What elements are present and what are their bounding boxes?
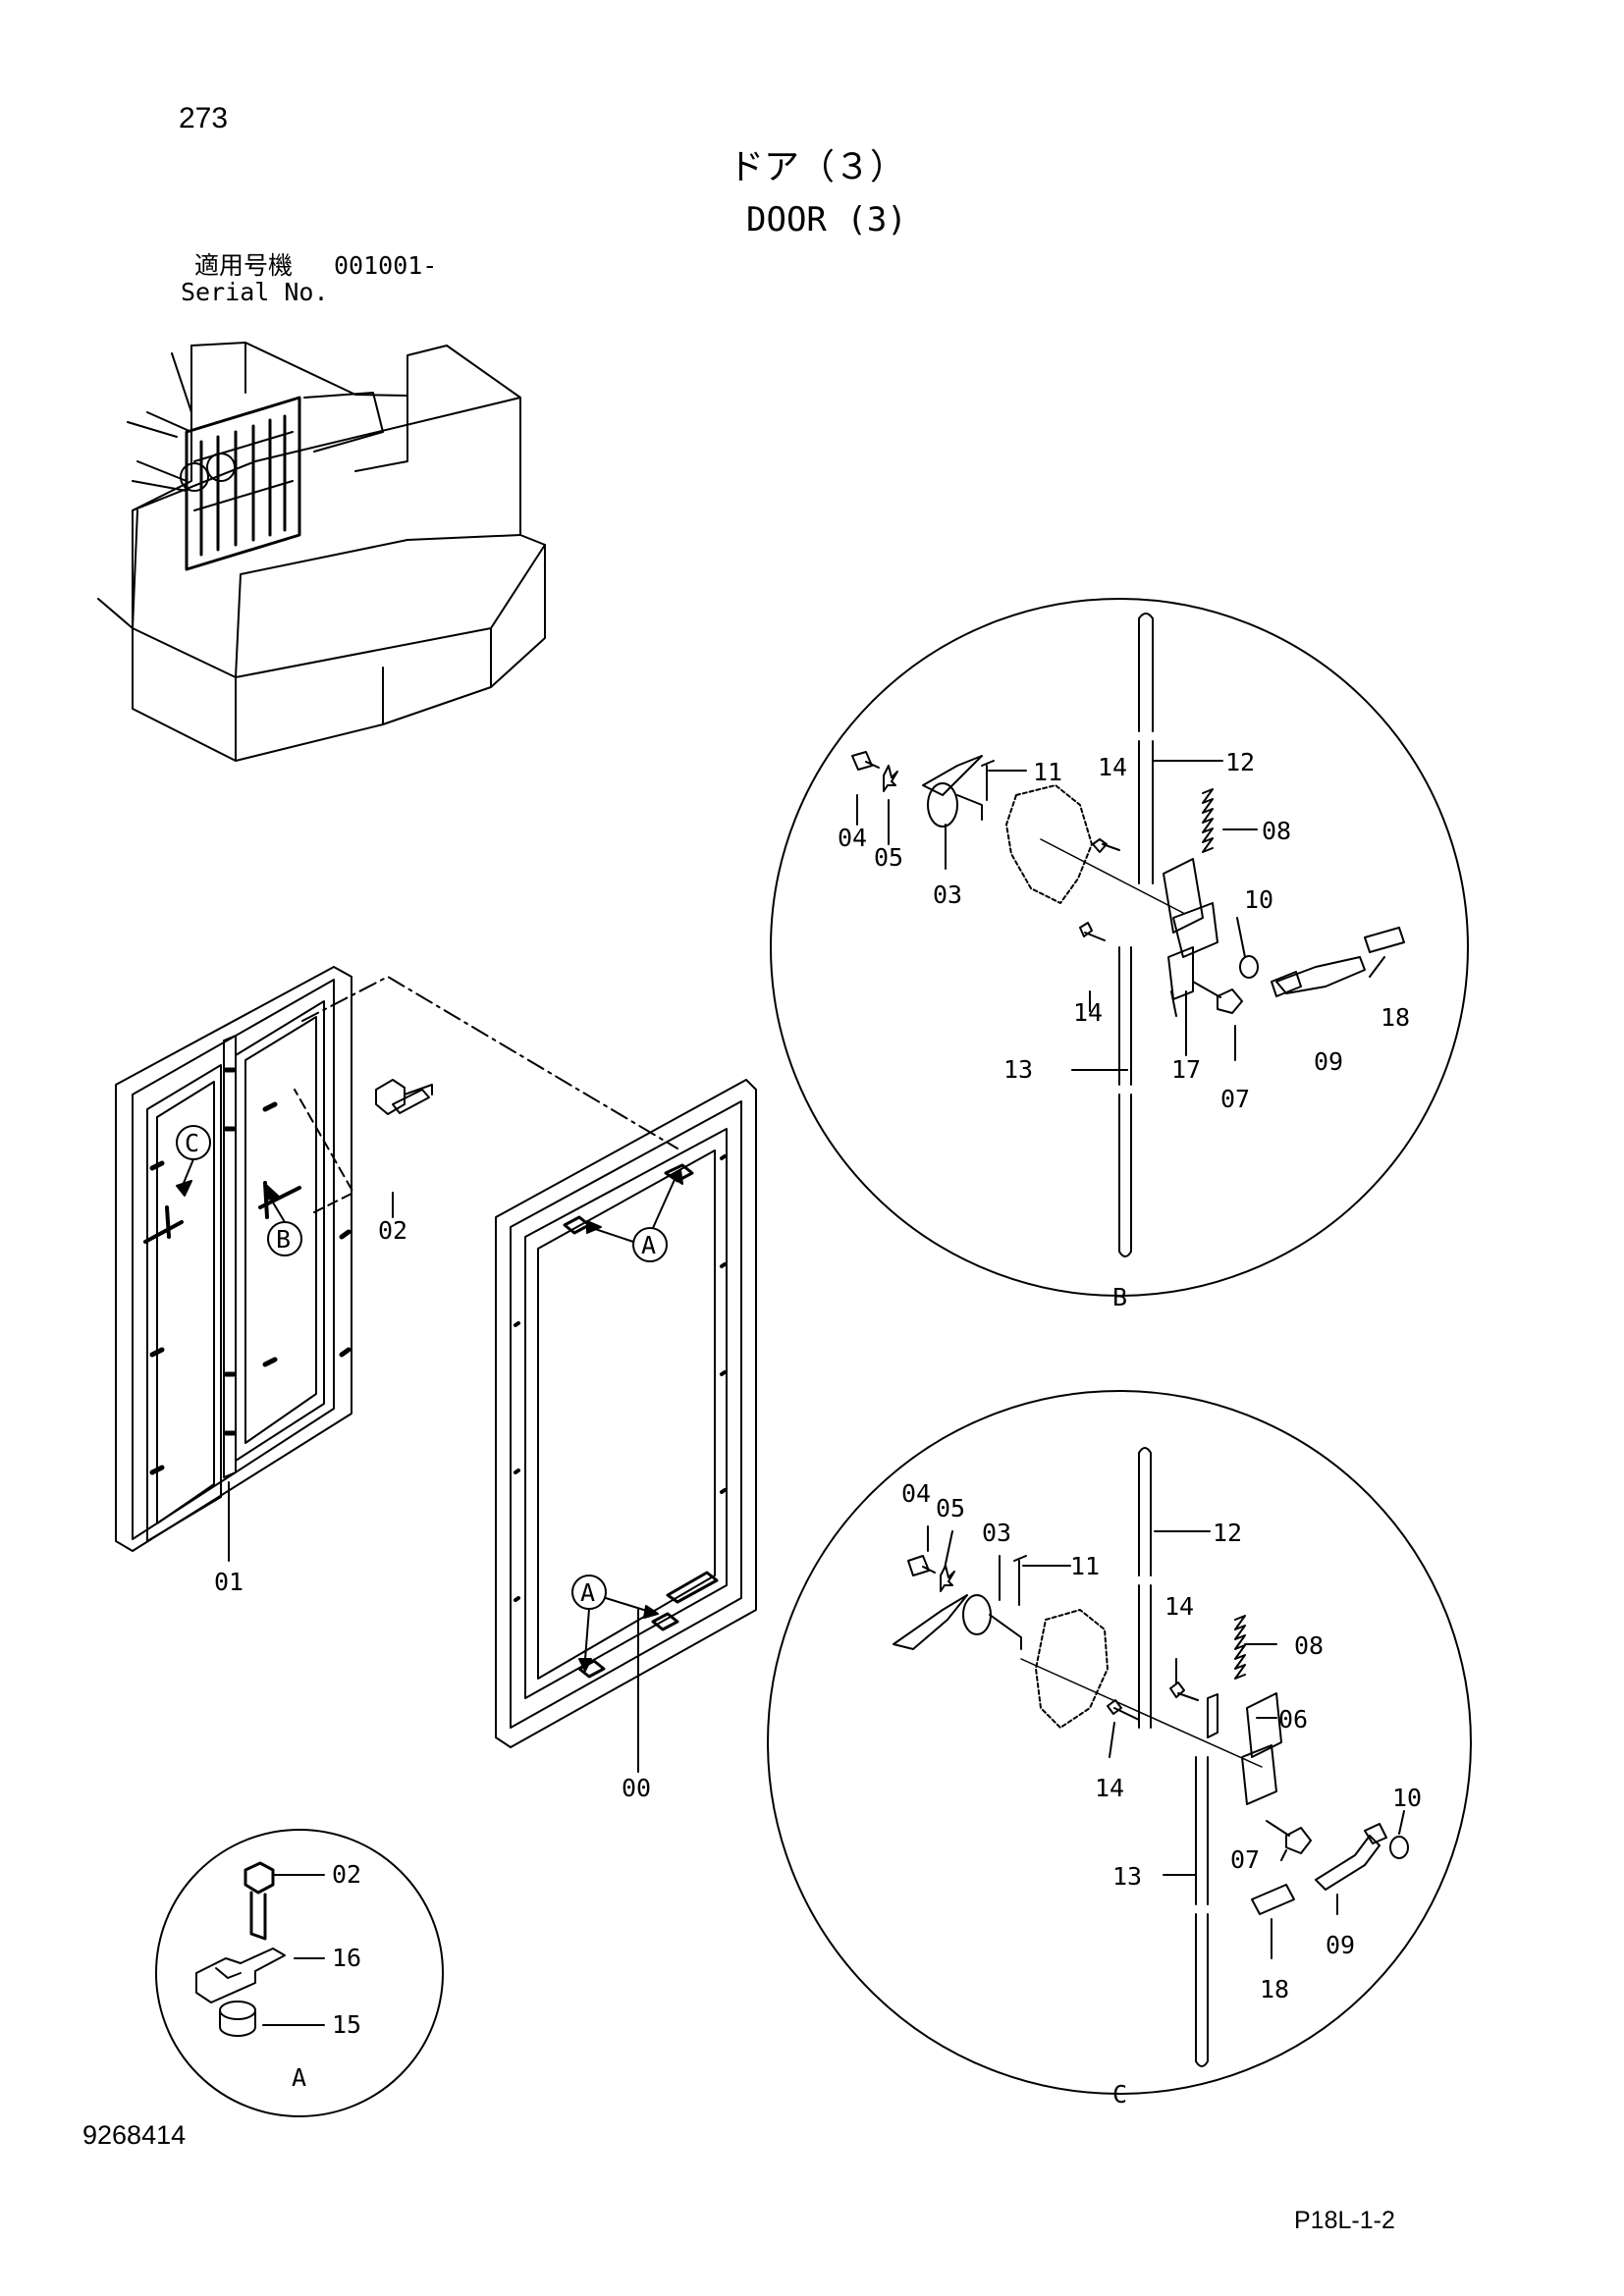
- sheet-reference: P18L-1-2: [1294, 2207, 1395, 2234]
- label-part-06-c: 06: [1278, 1705, 1308, 1734]
- label-part-03-c: 03: [982, 1519, 1011, 1547]
- label-part-13-c: 13: [1112, 1862, 1142, 1891]
- label-part-03-b: 03: [933, 881, 962, 909]
- door-assembly-01: [115, 966, 678, 1557]
- callout-markers: [176, 1125, 683, 1672]
- label-part-11-c: 11: [1070, 1552, 1100, 1580]
- label-part-05-b: 05: [874, 843, 903, 872]
- label-part-16-a: 16: [332, 1944, 361, 1972]
- callout-b-label: B: [1112, 1283, 1127, 1311]
- callout-a-marker-text-bottom: A: [580, 1578, 595, 1607]
- callout-c-marker-text: C: [185, 1129, 199, 1157]
- detail-c-view: [767, 1390, 1472, 2095]
- serial-label-japanese: 適用号機: [194, 251, 294, 280]
- serial-value: 001001-: [334, 251, 438, 280]
- label-part-10-c: 10: [1392, 1784, 1422, 1812]
- callout-a-marker-text-top: A: [641, 1231, 656, 1259]
- detail-b-view: [770, 598, 1469, 1297]
- label-part-11-b: 11: [1033, 758, 1062, 786]
- label-part-12-c: 12: [1213, 1519, 1242, 1547]
- bolt-02-detail: [375, 1079, 433, 1115]
- label-part-08-b: 08: [1262, 817, 1291, 845]
- page-number: 273: [179, 102, 229, 134]
- callout-c-label: C: [1112, 2080, 1127, 2109]
- page-title-japanese: ドア（３）: [729, 147, 906, 187]
- label-part-14-b: 14: [1098, 753, 1127, 781]
- label-part-04-b: 04: [838, 824, 867, 852]
- document-number: 9268414: [82, 2120, 187, 2150]
- callout-a-label: A: [292, 2063, 306, 2092]
- label-part-09-c: 09: [1326, 1931, 1355, 1959]
- label-part-12-b: 12: [1225, 748, 1255, 776]
- label-part-14-b2: 14: [1073, 998, 1103, 1027]
- label-part-13-b: 13: [1003, 1055, 1033, 1084]
- serial-label: Serial No.: [181, 278, 329, 306]
- label-part-02-door: 02: [378, 1216, 407, 1245]
- label-part-07-c: 07: [1230, 1845, 1260, 1874]
- label-part-18-c: 18: [1260, 1975, 1289, 2003]
- label-part-04-c: 04: [901, 1479, 931, 1508]
- machine-overview-illustration: [97, 342, 546, 762]
- label-part-00: 00: [622, 1774, 651, 1802]
- label-part-08-c: 08: [1294, 1631, 1324, 1660]
- label-part-10-b: 10: [1244, 885, 1273, 914]
- detail-a-view: [155, 1829, 444, 2117]
- label-part-02-a: 02: [332, 1860, 361, 1889]
- door-frame-00: [495, 1079, 757, 1748]
- label-part-15-a: 15: [332, 2010, 361, 2039]
- label-part-01: 01: [214, 1568, 244, 1596]
- label-part-07-b: 07: [1220, 1085, 1250, 1113]
- label-part-05-c: 05: [936, 1494, 965, 1522]
- label-part-18-b: 18: [1380, 1003, 1410, 1032]
- callout-b-marker-text: B: [276, 1225, 291, 1254]
- label-part-14-c: 14: [1164, 1592, 1194, 1621]
- label-part-17-b: 17: [1171, 1055, 1201, 1084]
- part-labels: 11 14 12 08 04 05 03 10 14 18 13 17 09 0…: [185, 748, 1422, 2109]
- label-part-14-c2: 14: [1095, 1774, 1124, 1802]
- label-part-09-b: 09: [1314, 1047, 1343, 1076]
- page-title: DOOR (3): [746, 200, 907, 240]
